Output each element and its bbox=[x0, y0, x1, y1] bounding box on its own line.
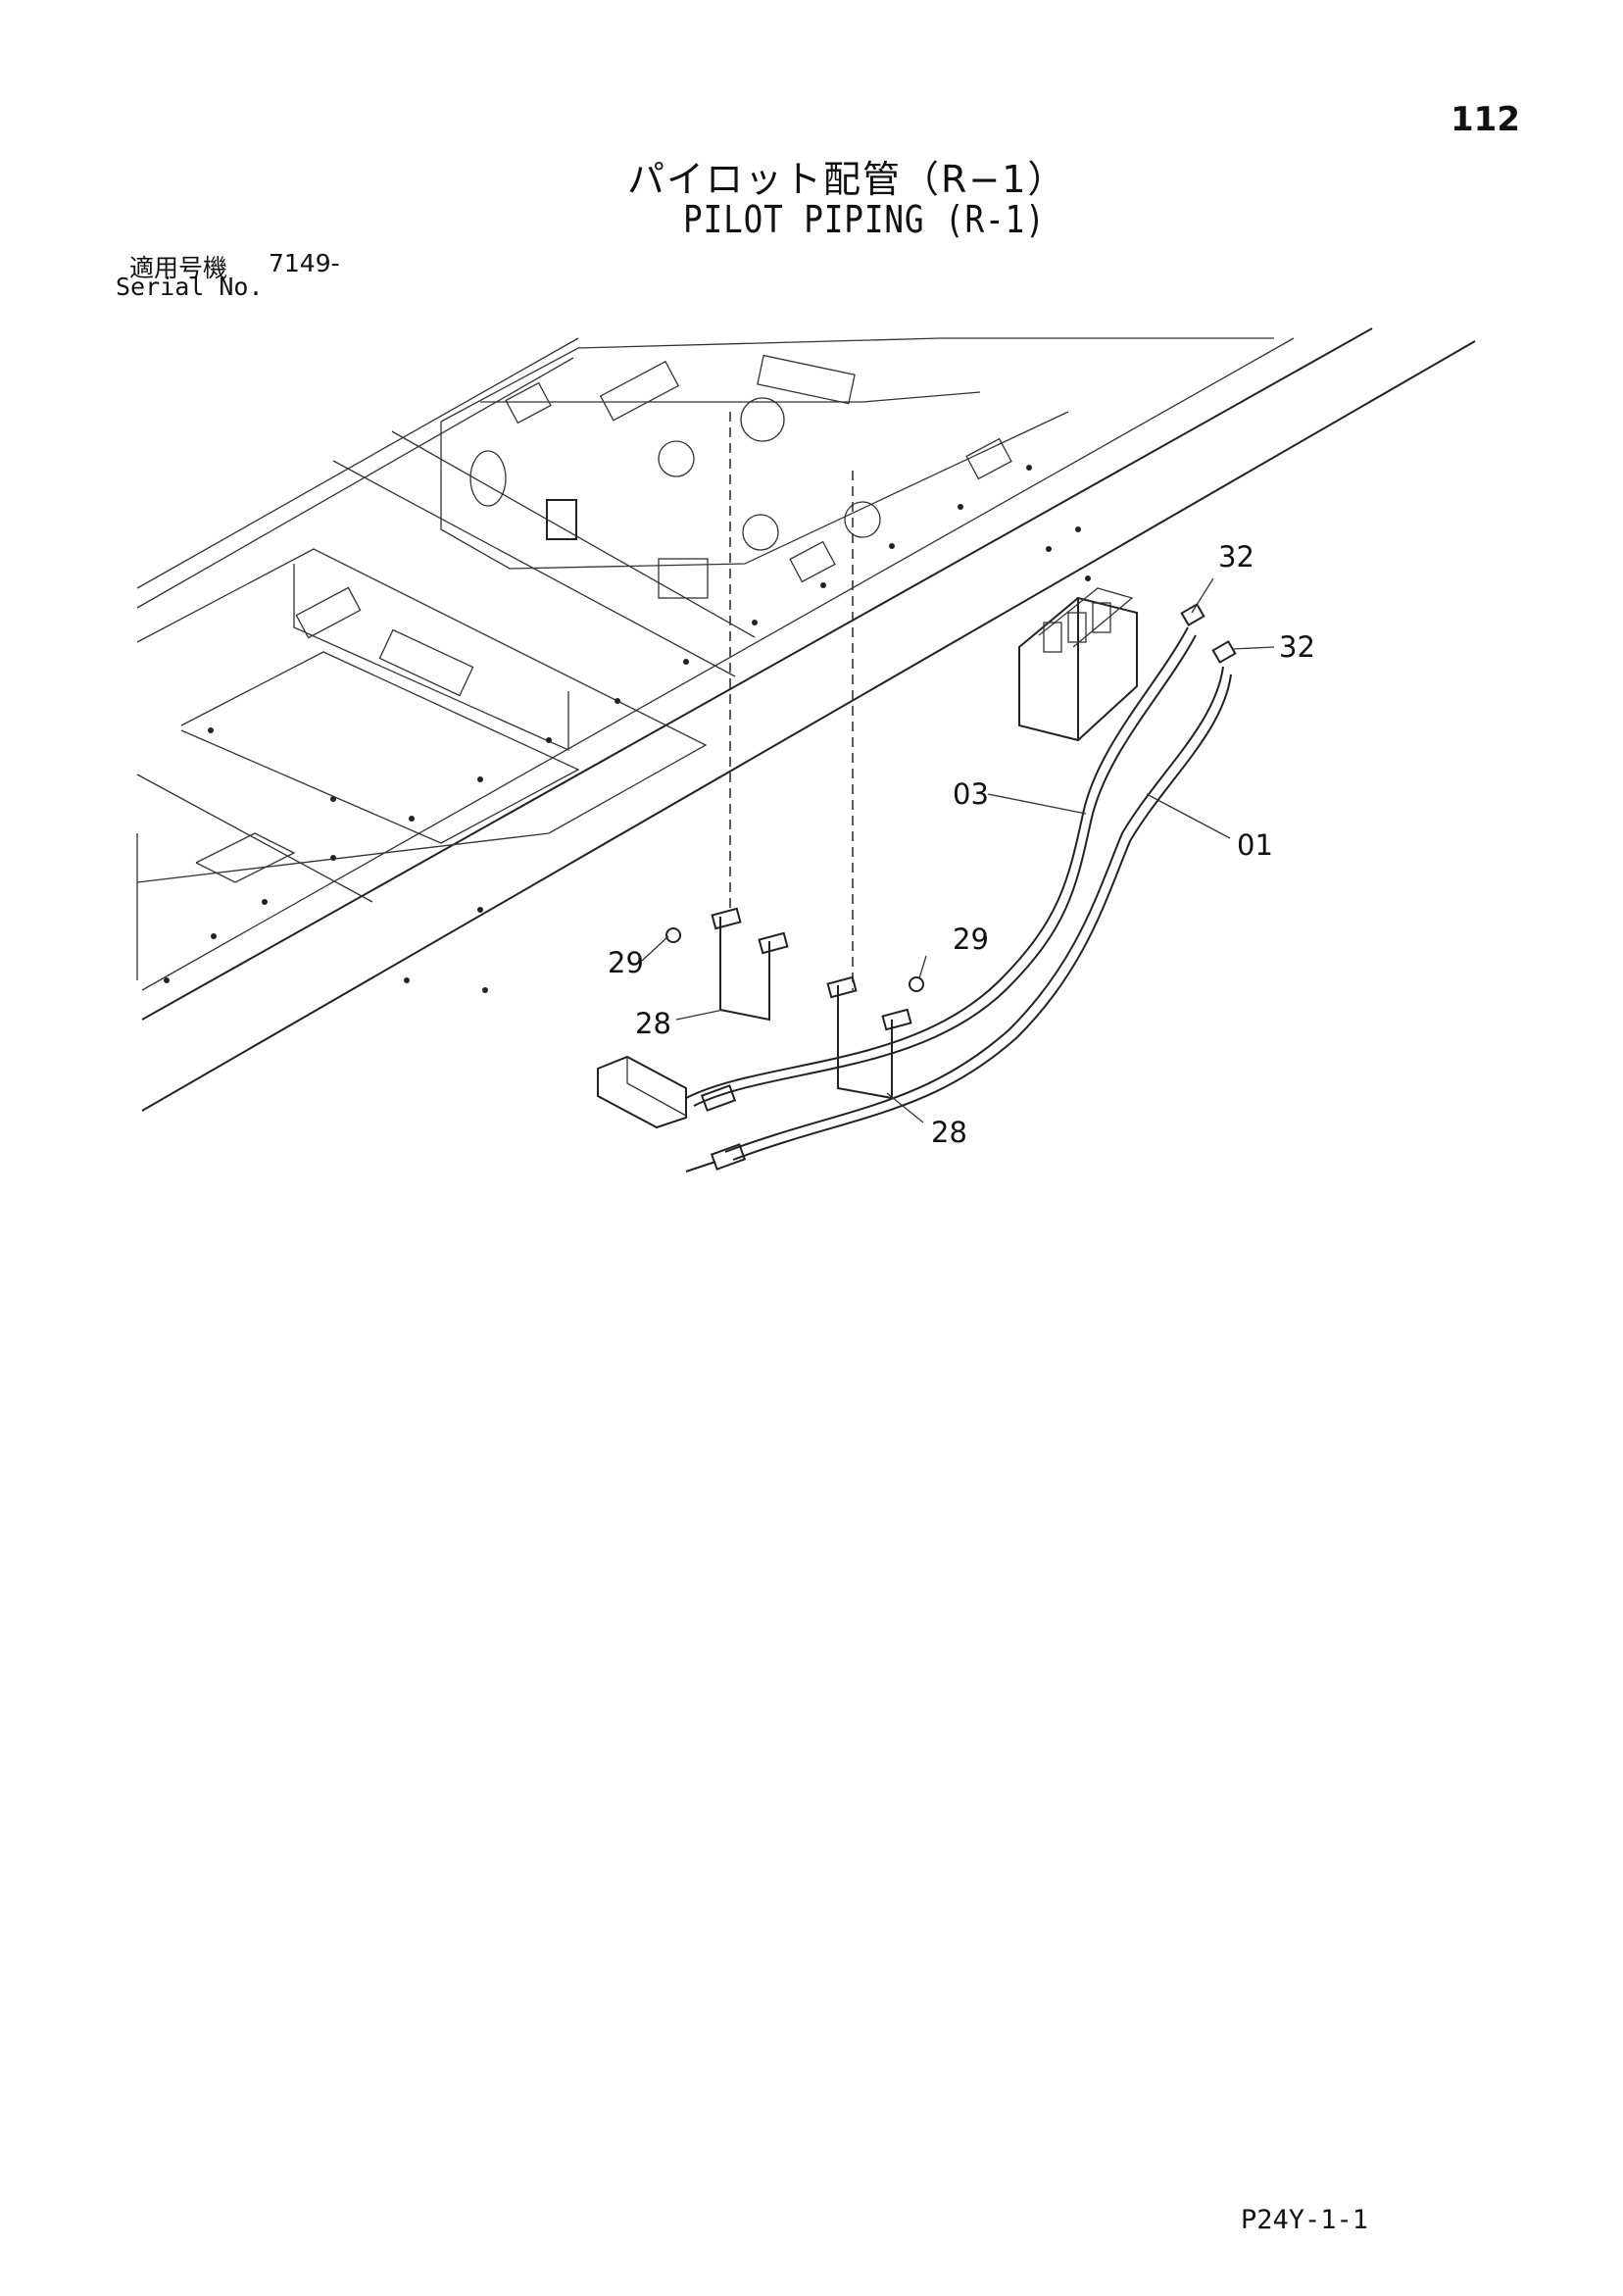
serial-number-value: 7149- bbox=[269, 249, 340, 277]
callout-29-left: 29 bbox=[608, 946, 644, 979]
callout-32-lower: 32 bbox=[1279, 630, 1315, 664]
clamps bbox=[665, 907, 924, 1100]
leader-lines bbox=[641, 577, 1275, 1123]
page-number: 112 bbox=[1451, 100, 1520, 139]
attachment-guide-lines bbox=[729, 412, 854, 990]
upper-frame-drawing bbox=[136, 327, 1476, 1112]
callout-03: 03 bbox=[953, 777, 989, 811]
page-title-english: PILOT PIPING (R-1) bbox=[683, 198, 1046, 241]
callout-28-left: 28 bbox=[635, 1007, 671, 1040]
pilot-valve-block bbox=[1018, 587, 1138, 742]
serial-label-english: Serial No. bbox=[116, 273, 264, 301]
pilot-hoses bbox=[685, 603, 1237, 1173]
footer-figure-code: P24Y-1-1 bbox=[1241, 2205, 1369, 2235]
serial-label-japanese: 適用号機 bbox=[129, 254, 228, 282]
callout-29-right: 29 bbox=[953, 923, 989, 956]
sensor-block bbox=[597, 1055, 687, 1129]
callout-01: 01 bbox=[1237, 828, 1273, 862]
callout-32-upper: 32 bbox=[1218, 540, 1254, 574]
page-title-japanese: パイロット配管（R−1） bbox=[627, 158, 1067, 201]
callout-28-right: 28 bbox=[931, 1116, 967, 1149]
